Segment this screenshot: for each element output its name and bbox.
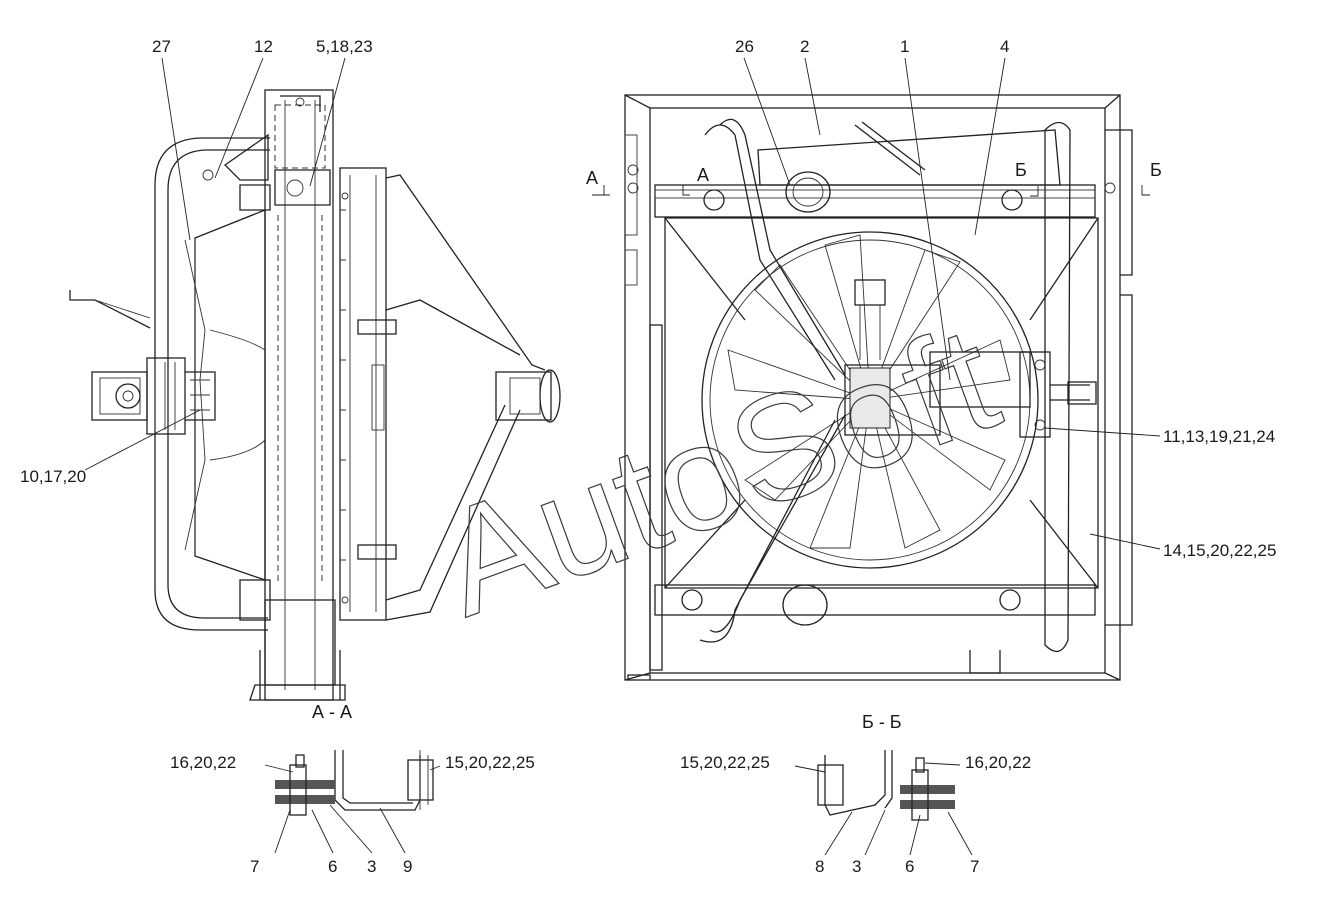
section-mark-a-right: А [697, 165, 709, 185]
bb-label-3: 3 [852, 857, 861, 876]
bb-label-15-20-22-25: 15,20,22,25 [680, 753, 770, 772]
section-mark-b-left: Б [1015, 160, 1027, 180]
label-14-15-20-22-25: 14,15,20,22,25 [1163, 541, 1276, 560]
label-4: 4 [1000, 37, 1009, 56]
label-2: 2 [800, 37, 809, 56]
bb-label-8: 8 [815, 857, 824, 876]
label-11-13-19-21-24: 11,13,19,21,24 [1163, 427, 1275, 446]
section-aa-drawing [275, 750, 434, 816]
leader-lines [84, 57, 1161, 856]
aa-label-3: 3 [367, 857, 376, 876]
label-1: 1 [900, 37, 909, 56]
label-27: 27 [152, 37, 171, 56]
section-bb-drawing [817, 750, 955, 821]
aa-label-9: 9 [403, 857, 412, 876]
side-view [69, 89, 561, 701]
aa-label-15-20-22-25: 15,20,22,25 [445, 753, 535, 772]
watermark-text: AutoSoft [419, 293, 1017, 648]
bb-label-6: 6 [905, 857, 914, 876]
label-5-18-23: 5,18,23 [316, 37, 373, 56]
aa-label-7: 7 [250, 857, 259, 876]
section-title-aa: А - А [312, 702, 352, 722]
label-26: 26 [735, 37, 754, 56]
bb-label-16-20-22: 16,20,22 [965, 753, 1031, 772]
aa-label-6: 6 [328, 857, 337, 876]
section-title-bb: Б - Б [862, 712, 902, 732]
section-cut-markers [592, 185, 1150, 197]
label-12: 12 [254, 37, 273, 56]
label-10-17-20: 10,17,20 [20, 467, 86, 486]
aa-label-16-20-22: 16,20,22 [170, 753, 236, 772]
section-mark-a-left: А [586, 168, 598, 188]
bb-label-7: 7 [970, 857, 979, 876]
section-mark-b-right: Б [1150, 160, 1162, 180]
front-view [624, 94, 1133, 681]
